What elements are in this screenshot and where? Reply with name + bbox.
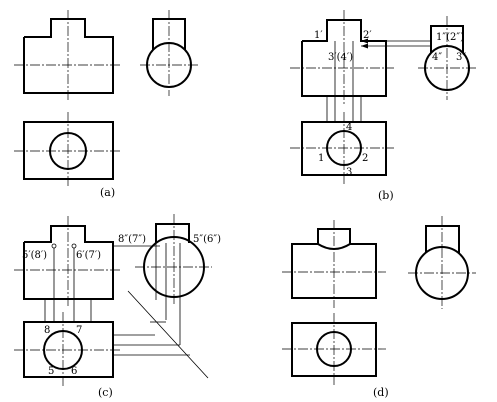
label-4: 4 [346,122,352,133]
label-2p: 2′ [363,30,372,41]
label-3: 3 [346,167,352,178]
side-view-c [135,214,212,345]
label-8: 8 [44,325,50,336]
top-view-d [282,313,386,385]
panel-b: 1′ 2′ 3′(4′) 1″(2″) 4″ 3″ 4 1 2 3 (b) [290,10,478,202]
caption-b: (b) [378,189,394,202]
caption-d: (d) [373,386,389,399]
top-view-b [290,112,394,184]
panel-a: (a) [14,10,198,199]
caption-c: (c) [98,386,113,399]
label-4pp: 4″ [432,52,442,63]
side-view-b [418,16,478,100]
projection-arrows-b [361,38,432,49]
label-1pp2pp: 1″(2″) [436,32,464,43]
label-6p7p: 6′(7′) [76,250,101,261]
top-view-a [14,112,122,188]
side-view-a [140,10,198,96]
front-view-d [282,220,386,308]
label-5: 5 [48,366,54,377]
label-6: 6 [71,366,77,377]
label-7: 7 [76,325,82,336]
label-8pp7pp: 8″(7″) [118,234,146,245]
label-3pp: 3″ [456,52,466,63]
label-3p4p: 3′(4′) [328,52,353,63]
front-view-a [14,10,122,102]
construction-lines-c [113,290,209,379]
label-5pp6pp: 5″(6″) [193,234,221,245]
front-view-c [14,216,160,322]
label-2: 2 [362,153,368,164]
caption-a: (a) [100,186,115,199]
panel-d: (d) [282,216,476,399]
front-view-b [290,10,394,122]
label-5p8p: 5′(8′) [22,250,47,261]
side-view-d [408,216,476,309]
label-1p: 1′ [314,30,323,41]
panel-c: 5′(8′) 6′(7′) 8″(7″) 5″(6″) 8 7 5 6 (c) [14,214,221,399]
top-view-c [14,312,122,386]
label-1: 1 [318,153,324,164]
